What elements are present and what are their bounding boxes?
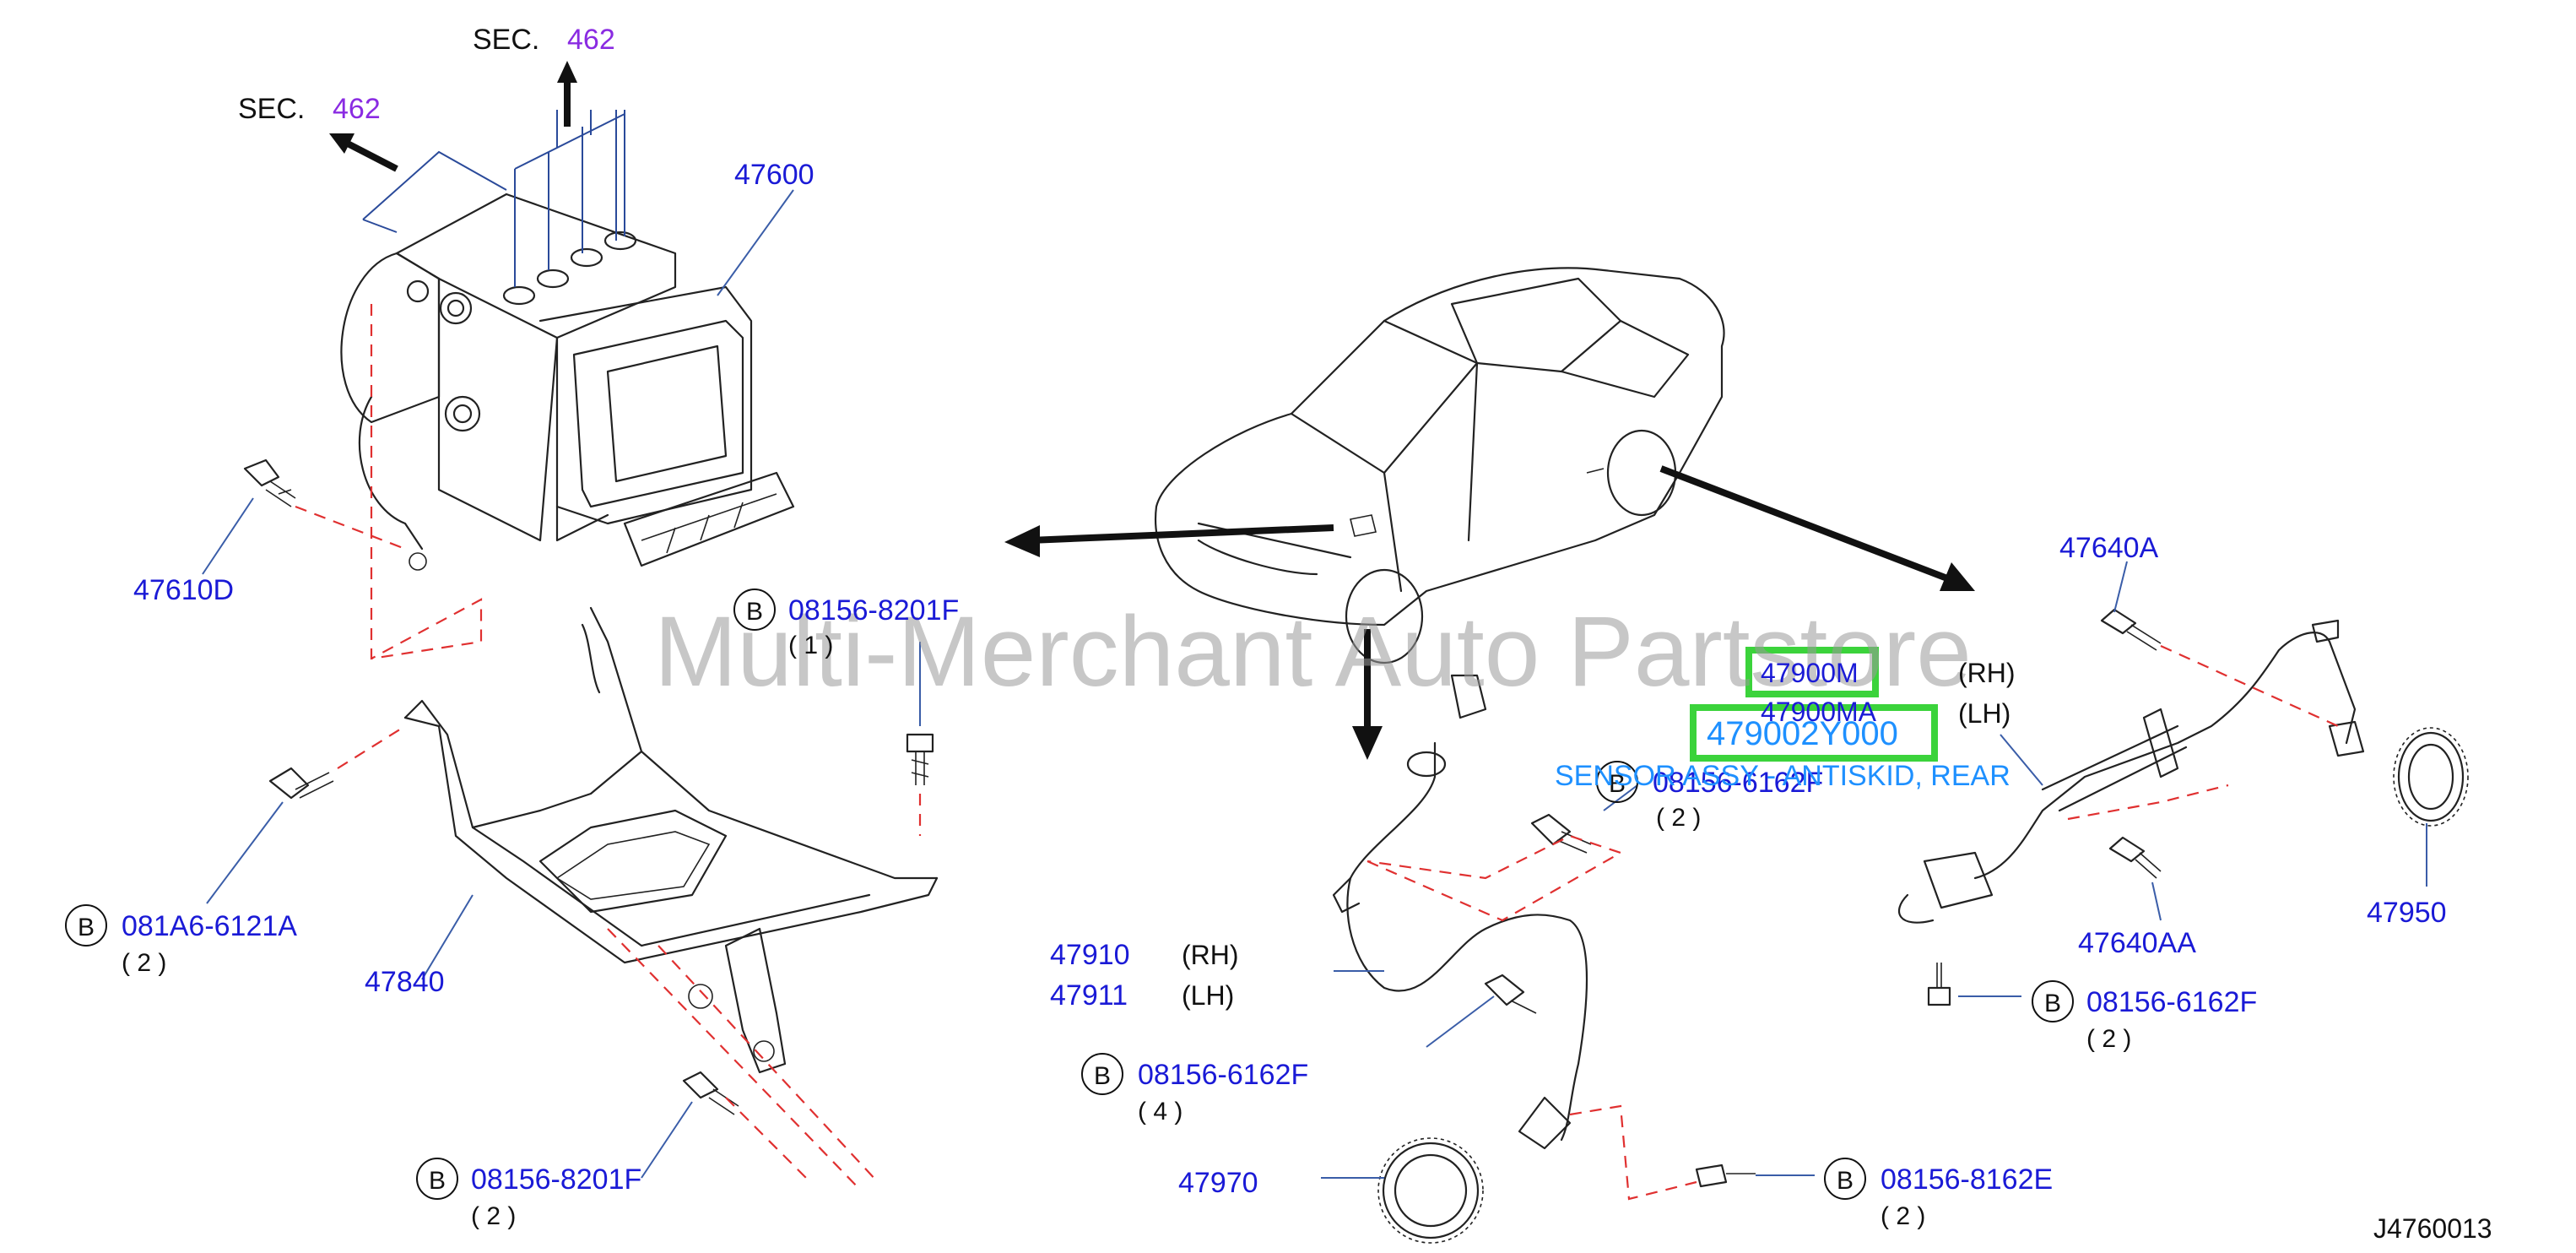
part-number-47910[interactable]: 47910 bbox=[1050, 939, 1130, 971]
highlight-479002y000 bbox=[1690, 704, 1938, 762]
part-number-47950[interactable]: 47950 bbox=[2367, 897, 2447, 929]
part-number-479002y000[interactable]: 479002Y000 bbox=[1707, 715, 1898, 752]
callout-letter: B bbox=[1837, 1167, 1854, 1195]
quantity: ( 4 ) bbox=[1138, 1098, 1182, 1126]
callout-letter: B bbox=[1094, 1062, 1111, 1090]
leader-08156-6162f-front bbox=[1426, 995, 1495, 1048]
side-label: (RH) bbox=[1958, 658, 2016, 688]
leader-47600 bbox=[717, 189, 794, 296]
side-label: (RH) bbox=[1182, 940, 1239, 970]
part-number-47600[interactable]: 47600 bbox=[734, 159, 814, 191]
part-number-47640a[interactable]: 47640A bbox=[2059, 532, 2159, 564]
part-number-47610d[interactable]: 47610D bbox=[133, 574, 234, 606]
leader-47840 bbox=[421, 894, 474, 980]
side-label: (LH) bbox=[1958, 698, 2010, 729]
leader-47640aa bbox=[2151, 881, 2162, 921]
bolt-47610d bbox=[243, 458, 296, 507]
front-sensor-47910 bbox=[1332, 674, 1588, 1150]
callout-letter: B bbox=[746, 598, 763, 626]
highlight-47900m bbox=[1745, 647, 1879, 697]
side-label: (LH) bbox=[1182, 980, 1234, 1011]
part-number-08156-8201f[interactable]: 08156-8201F bbox=[471, 1164, 641, 1196]
bolt-081a6 bbox=[268, 767, 334, 800]
leader-47900 bbox=[2000, 734, 2043, 786]
quantity: ( 2 ) bbox=[471, 1202, 516, 1230]
car-illustration bbox=[1155, 267, 1725, 664]
assembly-dashes-front bbox=[1366, 834, 1697, 1201]
callout-letter: B bbox=[429, 1167, 446, 1195]
sec-462-arrows bbox=[329, 61, 577, 172]
assembly-dashes-left bbox=[295, 304, 922, 1191]
bolt-08156-6162f-rear bbox=[1927, 963, 1951, 1006]
callout-letter: B bbox=[1609, 770, 1626, 798]
leader-47640a bbox=[2113, 561, 2128, 613]
part-number-47840[interactable]: 47840 bbox=[365, 966, 445, 998]
part-number-47900ma[interactable]: 47900MA bbox=[1761, 697, 1877, 727]
bolt-08156-6162f-mid bbox=[1530, 813, 1592, 854]
leader-47610d bbox=[202, 497, 254, 575]
callout-circle bbox=[733, 589, 776, 631]
bolt-08156-8201f-b bbox=[682, 1071, 739, 1115]
sec-ref-number[interactable]: 462 bbox=[567, 24, 615, 56]
part-number-47970[interactable]: 47970 bbox=[1178, 1167, 1258, 1199]
part-number-47900m[interactable]: 47900M bbox=[1761, 658, 1859, 688]
part-number-47640aa[interactable]: 47640AA bbox=[2078, 927, 2196, 959]
bolt-08156-6162f-front bbox=[1484, 974, 1537, 1014]
quantity: ( 1 ) bbox=[788, 632, 833, 659]
quantity: ( 2 ) bbox=[1881, 1202, 1925, 1230]
rear-sensor-47900 bbox=[1898, 619, 2365, 924]
car-arrows bbox=[1004, 465, 1975, 760]
part-number-47911[interactable]: 47911 bbox=[1050, 979, 1128, 1012]
leader-08156-6162f-mid bbox=[1603, 784, 1638, 811]
callout-circle bbox=[1596, 761, 1638, 803]
callout-circle bbox=[2032, 980, 2074, 1022]
callout-circle bbox=[1824, 1158, 1866, 1200]
part-number-08156-6162f[interactable]: 08156-6162F bbox=[1653, 767, 1823, 799]
watermark: Multi-Merchant Auto Partstore bbox=[654, 596, 1972, 708]
bolt-08156-8162e bbox=[1695, 1164, 1756, 1188]
part-number-08156-8162e[interactable]: 08156-8162E bbox=[1881, 1164, 2053, 1196]
sec-ref-number[interactable]: 462 bbox=[333, 93, 381, 125]
sensor-description: SENSOR ASSY - ANTISKID, REAR bbox=[1555, 760, 2010, 792]
callout-circle bbox=[416, 1158, 458, 1200]
sec-ref-prefix: SEC. bbox=[473, 24, 539, 56]
quantity: ( 2 ) bbox=[1656, 804, 1701, 832]
leader-081a6 bbox=[206, 801, 284, 904]
callout-circle bbox=[1081, 1053, 1123, 1095]
callout-circle bbox=[65, 904, 107, 947]
callout-letter: B bbox=[78, 914, 95, 941]
part-number-08156-6162f[interactable]: 08156-6162F bbox=[1138, 1059, 1308, 1091]
part-number-08156-8201f[interactable]: 08156-8201F bbox=[788, 594, 959, 626]
bracket-47840 bbox=[403, 606, 939, 1074]
callout-letter: B bbox=[2044, 990, 2061, 1017]
part-number-08156-6162f[interactable]: 08156-6162F bbox=[2086, 986, 2257, 1018]
quantity: ( 2 ) bbox=[122, 949, 166, 977]
bolt-47640aa bbox=[2108, 836, 2162, 879]
part-number-081a6-6121a[interactable]: 081A6-6121A bbox=[122, 910, 297, 942]
quantity: ( 2 ) bbox=[2086, 1025, 2131, 1053]
leader-08156-8201f-b bbox=[641, 1101, 693, 1179]
bolt-08156-8201f-a bbox=[906, 733, 934, 785]
abs-actuator bbox=[340, 110, 795, 571]
sensor-rotor-47950 bbox=[2393, 727, 2469, 827]
sec-ref-prefix: SEC. bbox=[238, 93, 305, 125]
diagram-id: J4760013 bbox=[2373, 1213, 2492, 1244]
sensor-rotor-47970 bbox=[1377, 1137, 1484, 1244]
bolt-47640a bbox=[2100, 608, 2162, 651]
assembly-dashes-rear bbox=[2067, 644, 2339, 821]
